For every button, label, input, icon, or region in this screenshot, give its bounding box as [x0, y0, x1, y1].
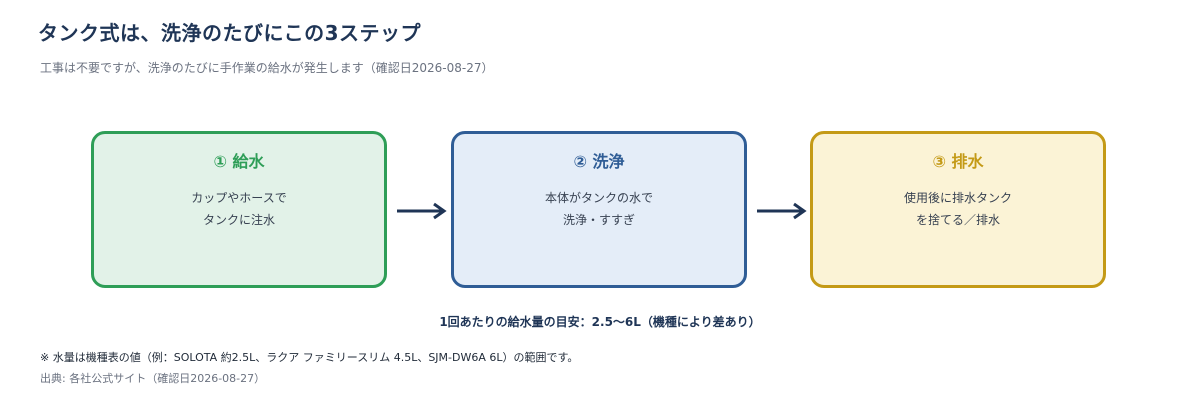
step-description-line: カップやホースで [191, 191, 287, 205]
step-title: ③ 排水 [932, 152, 984, 171]
page-subtitle: 工事は不要ですが、洗浄のたびに手作業の給水が発生します（確認日2026-08-2… [40, 61, 494, 75]
step-description-line: 使用後に排水タンク [903, 191, 1012, 205]
water-amount-note: 1回あたりの給水量の目安：2.5〜6L（機種により差あり） [439, 315, 761, 329]
source-credit: 出典: 各社公式サイト（確認日2026-08-27） [40, 372, 266, 385]
arrow-right-icon [757, 202, 807, 220]
step-description-line: タンクに注水 [202, 213, 275, 227]
step-card-drain: ③ 排水 使用後に排水タンク を捨てる／排水 [810, 131, 1106, 288]
footnote: ※ 水量は機種表の値（例：SOLOTA 約2.5L、ラクア ファミリースリム 4… [40, 351, 579, 364]
step-description: 使用後に排水タンク を捨てる／排水 [813, 187, 1103, 231]
step-title: ② 洗浄 [573, 152, 625, 171]
step-description-line: を捨てる／排水 [915, 213, 1000, 227]
step-description: カップやホースで タンクに注水 [94, 187, 384, 231]
step-title: ① 給水 [213, 152, 265, 171]
step-description-line: 洗浄・すすぎ [562, 213, 635, 227]
step-description: 本体がタンクの水で 洗浄・すすぎ [454, 187, 744, 231]
step-card-wash: ② 洗浄 本体がタンクの水で 洗浄・すすぎ [451, 131, 747, 288]
page-title: タンク式は、洗浄のたびにこの3ステップ [38, 21, 422, 45]
arrow-right-icon [397, 202, 447, 220]
step-card-fill-water: ① 給水 カップやホースで タンクに注水 [91, 131, 387, 288]
step-description-line: 本体がタンクの水で [544, 191, 653, 205]
